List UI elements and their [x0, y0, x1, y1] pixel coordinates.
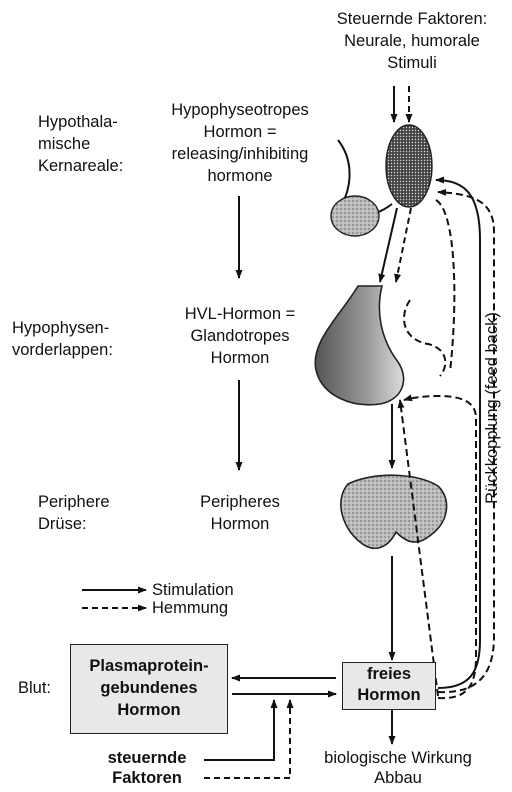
peripheral-gland — [341, 475, 447, 548]
free-hormone-l2: Hormon — [342, 685, 436, 705]
pituitary-label-l1: Hypophysen- — [12, 318, 109, 338]
effect-l2: Abbau — [298, 768, 498, 788]
arrow-hypothalamus-hvl-inhibition — [396, 208, 411, 282]
free-hormone-l1: freies — [342, 664, 436, 684]
top-factors-line2: Neurale, humorale — [312, 31, 512, 51]
feedback-to-hvl — [400, 400, 438, 696]
hypothalamus-hormone-l1: Hypophyseotropes — [140, 100, 340, 120]
blood-label: Blut: — [18, 678, 51, 698]
effect-l1: biologische Wirkung — [298, 748, 498, 768]
gland-hormone-l1: Peripheres — [170, 492, 310, 512]
pituitary-hormone-l2: Glandotropes — [160, 326, 320, 346]
hypothalamus-hormone-l2: Hormon = — [140, 122, 340, 142]
hypothalamic-nucleus — [386, 125, 432, 207]
hypothalamus-label-l3: Kernareale: — [38, 156, 123, 176]
feedback-stimulation-loop — [436, 180, 480, 688]
controls-l1: steuernde — [92, 748, 202, 768]
legend-inhibition-label: Hemmung — [152, 598, 228, 618]
bound-hormone-l2: gebundenes — [70, 678, 228, 698]
legend-stimulation-label: Stimulation — [152, 580, 234, 600]
pituitary-hormone-l1: HVL-Hormon = — [160, 304, 320, 324]
hypothalamus-hormone-l3: releasing/inhibiting — [140, 144, 340, 164]
gland-label-l1: Periphere — [38, 492, 110, 512]
bound-hormone-l3: Hormon — [70, 700, 228, 720]
hypothalamus-label-l2: mische — [38, 134, 90, 154]
top-factors-line1: Steuernde Faktoren: — [312, 9, 512, 29]
anterior-pituitary — [315, 286, 403, 405]
controls-l2: Faktoren — [92, 768, 202, 788]
gland-hormone-l2: Hormon — [170, 514, 310, 534]
hypothalamus-hormone-l4: hormone — [140, 166, 340, 186]
arrow-hypothalamus-hvl-stimulation — [380, 208, 397, 282]
bound-hormone-l1: Plasmaprotein- — [70, 656, 228, 676]
feedback-inhibition-loop-2 — [404, 396, 476, 698]
feedback-label: Rückkopplung (feed back) — [482, 308, 502, 508]
pituitary-hormone-l3: Hormon — [160, 348, 320, 368]
gland-label-l2: Drüse: — [38, 514, 87, 534]
neuron-cell-body — [331, 196, 379, 236]
posterior-pituitary-outline — [404, 300, 445, 376]
feedback-inner — [436, 200, 454, 372]
top-factors-line3: Stimuli — [312, 53, 512, 73]
pituitary-label-l2: vorderlappen: — [12, 340, 113, 360]
hypothalamus-label-l1: Hypothala- — [38, 112, 118, 132]
